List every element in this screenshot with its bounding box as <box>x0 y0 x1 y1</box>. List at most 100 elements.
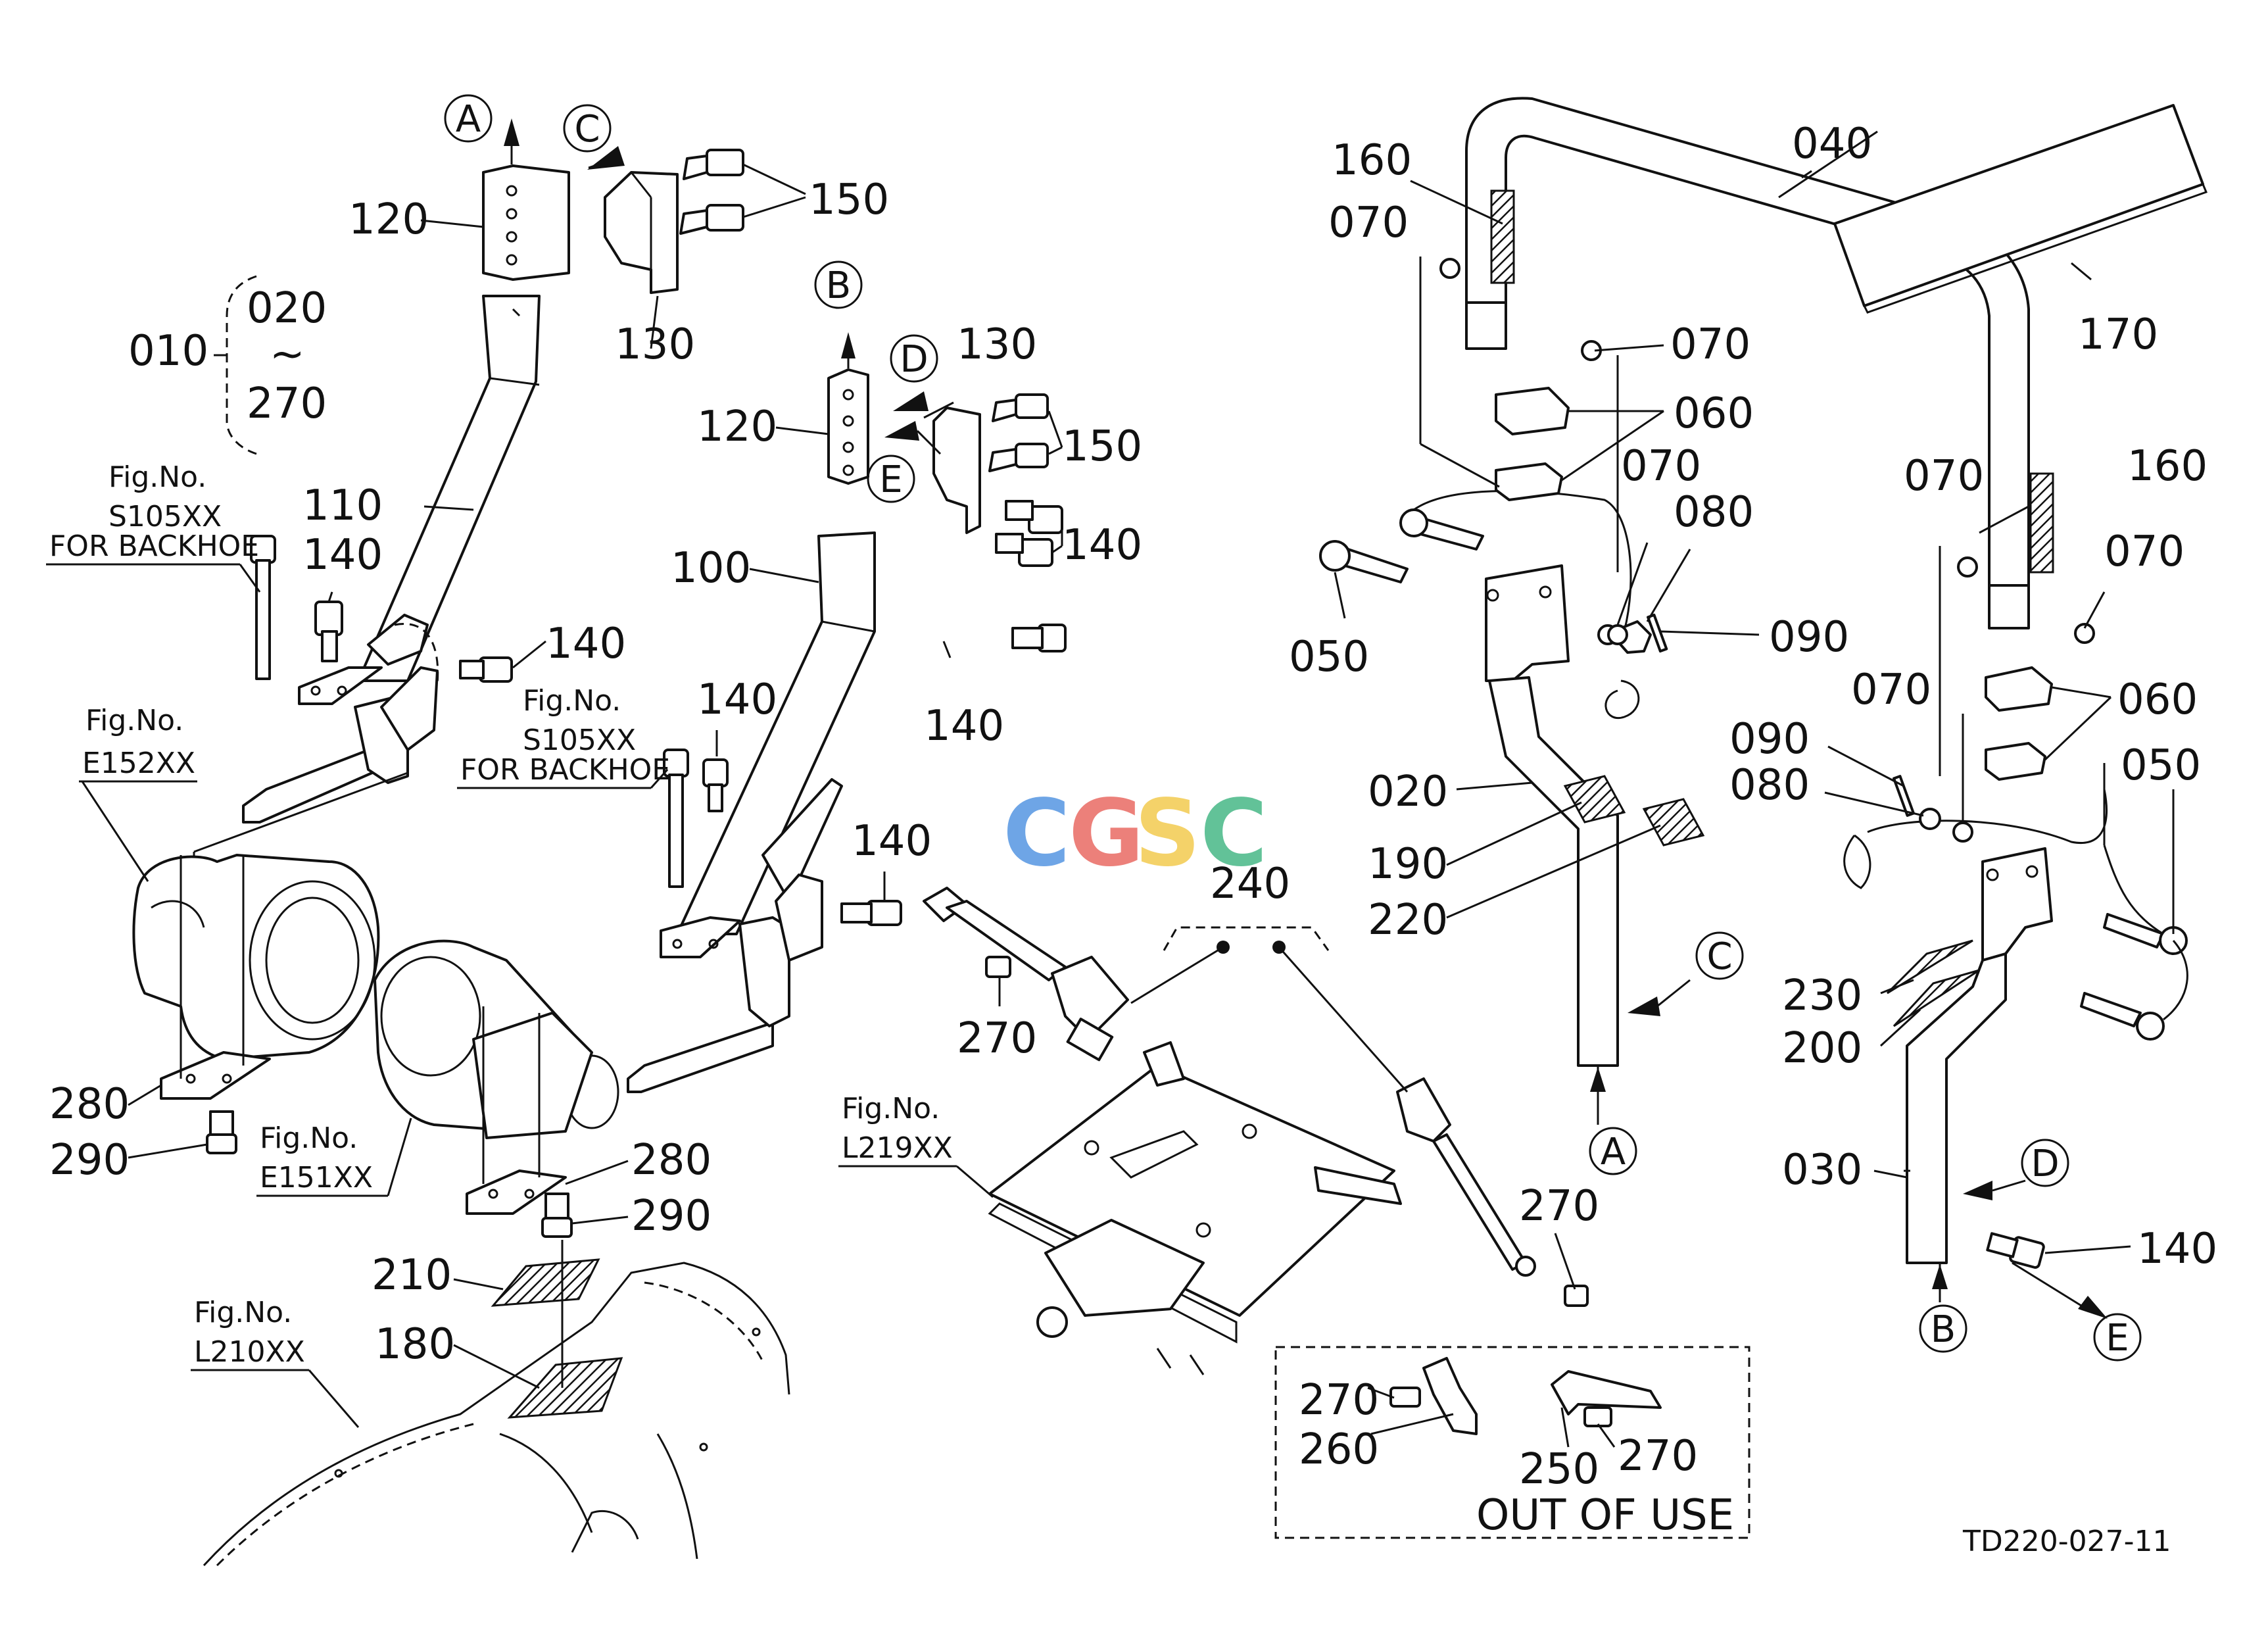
rops-post-030 <box>1906 847 2053 1264</box>
seat-frame <box>988 1064 1402 1375</box>
label-010: 010 <box>128 327 208 376</box>
marker-b-top: B <box>814 260 863 309</box>
marker-e-top: E <box>867 455 915 503</box>
bracket-130-right <box>932 406 981 534</box>
out-of-use-box <box>1274 1346 1750 1539</box>
bolt-150-right <box>988 393 1049 472</box>
label-range-tilde: ~ <box>270 330 305 379</box>
bolt-140-left <box>314 601 513 683</box>
figure-ref-s105xx-right: Fig.No. S105XX FOR BACKHOE <box>457 684 670 789</box>
left-bracket-assembly <box>193 118 744 868</box>
svg-text:A: A <box>1601 1131 1626 1173</box>
svg-text:S: S <box>1134 780 1201 887</box>
svg-text:Fig.No.: Fig.No. <box>842 1092 940 1125</box>
arrow-d <box>893 391 929 411</box>
svg-text:L219XX: L219XX <box>842 1131 953 1165</box>
reference-arrows <box>1590 979 2108 1319</box>
svg-text:S105XX: S105XX <box>109 500 222 533</box>
decal-230 <box>1886 939 1973 995</box>
washer-070-c <box>1607 624 1628 645</box>
washer-070-d <box>1957 556 1978 578</box>
bolt-290-left <box>206 1110 237 1154</box>
axle-housing-right <box>374 939 619 1215</box>
label-140-c: 140 <box>1062 521 1142 570</box>
seat-belt-left <box>923 887 1185 1087</box>
label-220: 220 <box>1368 896 1448 945</box>
label-070-a: 070 <box>1328 199 1409 247</box>
label-110: 110 <box>302 481 383 530</box>
label-160-right: 160 <box>2127 442 2208 491</box>
label-out-of-use: OUT OF USE <box>1476 1491 1734 1540</box>
label-140-f: 140 <box>852 817 932 866</box>
svg-text:E151XX: E151XX <box>260 1161 373 1194</box>
svg-text:E152XX: E152XX <box>82 747 195 780</box>
label-060-right: 060 <box>2117 676 2198 724</box>
svg-text:C: C <box>1003 780 1071 887</box>
label-020-post: 020 <box>1368 768 1448 816</box>
label-270-seat-left: 270 <box>957 1014 1037 1063</box>
label-080-right: 080 <box>1729 761 1810 810</box>
label-170: 170 <box>2078 310 2158 359</box>
operator-manual-170 <box>1833 104 2208 314</box>
axle-housing-left <box>132 854 380 1100</box>
washer-070-e <box>2074 623 2095 644</box>
bolt-140-right <box>995 500 1063 567</box>
svg-text:B: B <box>1931 1308 1956 1351</box>
fender-floor <box>203 1262 790 1567</box>
circled-markers: A C B D E C A D <box>444 94 2142 1362</box>
washer-070-f <box>1952 822 1973 843</box>
label-280-right: 280 <box>631 1136 712 1185</box>
seat-belt-bracket-240 <box>1163 926 1330 951</box>
svg-text:C: C <box>1200 780 1268 887</box>
label-200: 200 <box>1782 1024 1862 1073</box>
drawing-code: TD220-027-11 <box>1962 1525 2171 1558</box>
decal-180 <box>507 1357 623 1419</box>
label-250: 250 <box>1519 1445 1599 1494</box>
figure-ref-e152xx: Fig.No. E152XX <box>79 704 197 882</box>
svg-text:D: D <box>2031 1143 2059 1185</box>
upright-110 <box>357 295 541 682</box>
figure-ref-l210xx: Fig.No. L210XX <box>191 1296 360 1428</box>
part-number-labels: 010 020 ~ 270 120 150 130 110 140 140 12… <box>49 120 2217 1558</box>
arrow-e <box>884 421 919 441</box>
label-270-seat-right: 270 <box>1519 1182 1599 1231</box>
label-100: 100 <box>671 544 751 593</box>
watermark-cgsc: C G S C <box>1003 780 1268 887</box>
decal-220 <box>1642 798 1705 847</box>
label-140-post: 140 <box>2137 1225 2217 1273</box>
svg-text:D: D <box>900 338 928 381</box>
label-290-right: 290 <box>631 1192 712 1241</box>
svg-text:Fig.No.: Fig.No. <box>523 684 621 718</box>
cotter-080-090-left <box>1597 613 1668 720</box>
label-070-b: 070 <box>1670 320 1750 369</box>
svg-text:G: G <box>1069 780 1144 887</box>
marker-d-post: D <box>2021 1139 2069 1187</box>
pad-060-right <box>1985 666 2053 781</box>
label-050-right: 050 <box>2121 741 2201 790</box>
figure-references: Fig.No. S105XX FOR BACKHOE Fig.No. E152X… <box>46 460 994 1428</box>
group-brace-010 <box>226 275 257 455</box>
label-150-right: 150 <box>1062 422 1142 471</box>
label-270-box-left: 270 <box>1299 1376 1379 1425</box>
marker-d-top: D <box>890 334 938 383</box>
svg-text:FOR BACKHOE: FOR BACKHOE <box>460 753 670 787</box>
label-030: 030 <box>1782 1146 1862 1194</box>
decal-190 <box>1563 775 1626 823</box>
figure-ref-e151xx: Fig.No. E151XX <box>256 1118 412 1197</box>
decal-200 <box>1893 969 1980 1027</box>
long-bolt-backhoe-left <box>250 535 276 680</box>
svg-text:C: C <box>574 108 600 151</box>
out-of-use-brackets <box>1389 1357 1662 1435</box>
arrow-a-up <box>504 118 519 146</box>
label-070-c: 070 <box>1621 442 1701 491</box>
bolt-290-right <box>541 1192 573 1238</box>
label-120-right: 120 <box>697 403 777 451</box>
svg-text:A: A <box>456 98 481 141</box>
label-090-left: 090 <box>1769 613 1849 662</box>
plate-120-left <box>482 164 570 281</box>
marker-a-top: A <box>444 94 493 143</box>
label-180: 180 <box>375 1320 455 1369</box>
marker-c-post: C <box>1695 931 1744 980</box>
label-020-range-start: 020 <box>247 284 327 333</box>
